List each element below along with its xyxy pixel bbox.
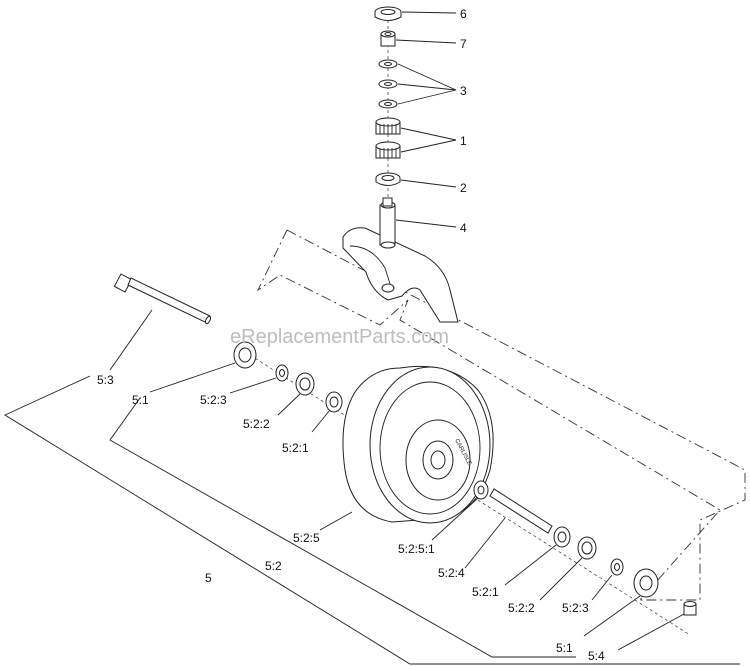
part-5-4-nut bbox=[683, 601, 697, 616]
callout-6: 6 bbox=[460, 7, 467, 21]
callout-5-2-2-right: 5:2:2 bbox=[508, 601, 535, 615]
part-3-washers bbox=[378, 59, 398, 109]
callout-5: 5 bbox=[205, 571, 212, 585]
part-5-2-1-right-bearing bbox=[553, 526, 571, 548]
callout-5-2-3-right: 5:2:3 bbox=[562, 601, 589, 615]
callout-5-2-4: 5:2:4 bbox=[438, 566, 465, 580]
callout-5-2-5: 5:2:5 bbox=[293, 531, 320, 545]
part-4-caster-fork bbox=[342, 197, 459, 323]
part-5-2-2-left-seal bbox=[295, 372, 315, 396]
callout-3: 3 bbox=[460, 84, 467, 98]
part-5-2-2-right-seal bbox=[577, 536, 597, 560]
callout-5-2-2-left: 5:2:2 bbox=[243, 417, 270, 431]
callout-4: 4 bbox=[460, 221, 467, 235]
part-7-nut bbox=[380, 30, 396, 47]
watermark: eReplacementParts.com bbox=[230, 326, 449, 348]
callout-2: 2 bbox=[460, 181, 467, 195]
callout-5-2-5-1: 5:2:5:1 bbox=[398, 542, 435, 556]
wheel-tire-assembly: CARLISLE bbox=[342, 365, 494, 524]
callout-5-2: 5:2 bbox=[265, 559, 282, 573]
part-6-dust-cap bbox=[374, 6, 402, 21]
callout-5-4: 5:4 bbox=[588, 649, 605, 663]
callout-5-2-1-right: 5:2:1 bbox=[472, 585, 499, 599]
part-5-2-3-right-bushing bbox=[610, 558, 624, 576]
part-5-2-3-left-bushing bbox=[275, 364, 289, 382]
part-5-2-1-left-bearing bbox=[325, 391, 343, 413]
part-2-seal bbox=[375, 172, 401, 186]
part-5-3-bolt bbox=[113, 273, 212, 325]
callout-7: 7 bbox=[460, 37, 467, 51]
callout-5-2-3-left: 5:2:3 bbox=[200, 393, 227, 407]
part-5-2-4-axle-tube bbox=[489, 488, 553, 534]
callout-5-3: 5:3 bbox=[97, 373, 114, 387]
part-5-1-left-spacer bbox=[233, 341, 257, 369]
part-1-bearings bbox=[375, 117, 401, 159]
part-5-1-right-spacer bbox=[633, 568, 659, 598]
leader-lines bbox=[4, 11, 740, 665]
callout-5-1-left: 5:1 bbox=[132, 393, 149, 407]
part-5-2-5-1-spacer bbox=[473, 480, 489, 500]
callout-1: 1 bbox=[460, 134, 467, 148]
callout-5-1-right: 5:1 bbox=[556, 641, 573, 655]
assembly-outline bbox=[256, 229, 746, 601]
callout-5-2-1-left: 5:2:1 bbox=[282, 441, 309, 455]
